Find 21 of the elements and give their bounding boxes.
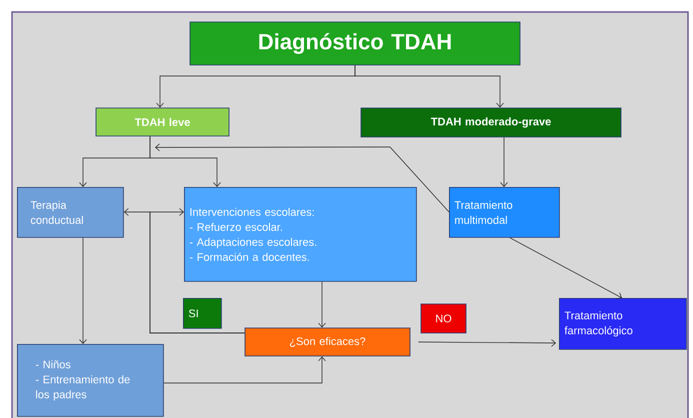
- process-box: Tratamiento farmacológico: [559, 298, 687, 350]
- arrow: [354, 65, 504, 108]
- process-box: Intervenciones escolares: - Refuerzo escolar. - Adaptaciones escolares. - Formación a docentes.: [184, 187, 417, 282]
- arrow: [418, 339, 556, 347]
- arrow: [510, 237, 622, 300]
- title-box: Diagnóstico TDAH: [190, 22, 520, 66]
- answer-box: NO: [420, 304, 466, 334]
- arrow: [163, 356, 326, 384]
- arrow: [150, 136, 221, 187]
- arrow: [500, 137, 508, 187]
- process-box: TDAH moderado-grave: [360, 108, 622, 138]
- decision-box: ¿Son eficaces?: [244, 328, 410, 356]
- process-box: TDAH leve: [96, 108, 230, 136]
- process-box: Tratamiento multimodal: [449, 187, 560, 238]
- arrow: [155, 144, 450, 212]
- answer-box: SI: [183, 298, 222, 329]
- process-box: Terapia conductual: [17, 187, 124, 238]
- process-box: - Niños - Entrenamiento de los padres: [17, 344, 164, 417]
- arrow: [318, 281, 326, 328]
- arrow: [150, 208, 245, 334]
- arrow: [79, 237, 87, 344]
